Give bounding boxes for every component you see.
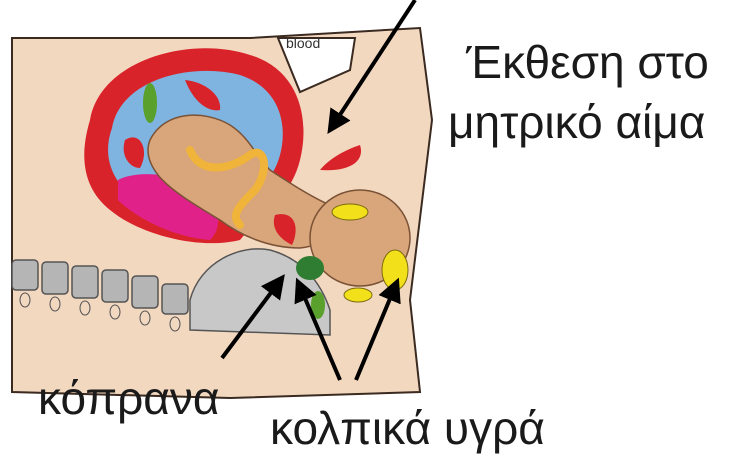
yellow-spot-1 xyxy=(332,204,368,220)
callout-text: blood xyxy=(286,35,320,51)
yellow-spot-3 xyxy=(344,288,372,302)
label-vaginal-fluids: κολπικά υγρά xyxy=(270,402,545,454)
green-spot-2 xyxy=(296,256,324,280)
green-spot-1 xyxy=(143,83,157,123)
label-feces: κόπρανα xyxy=(38,372,219,424)
label-maternal-blood-line1: Έκθεση στο xyxy=(466,36,709,88)
label-maternal-blood-line2: μητρικό αίμα xyxy=(448,96,705,148)
